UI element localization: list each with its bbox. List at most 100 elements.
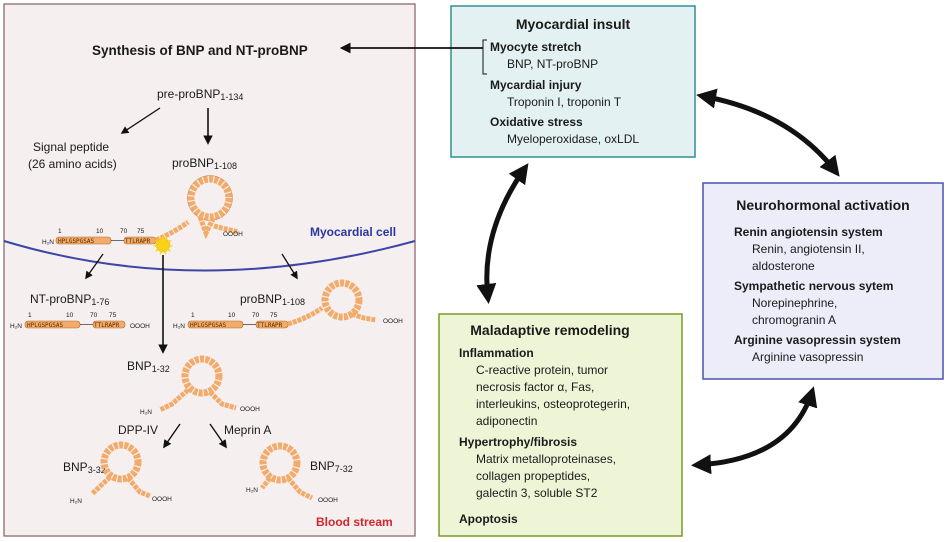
neuro-box-background [702, 182, 944, 380]
arrow-insult-remodel [476, 163, 529, 304]
bnp3-ring [100, 441, 142, 483]
remodel-item-head-0: Inflammation [459, 346, 534, 360]
bnp3-tail [90, 475, 151, 499]
right-num-70: 70 [252, 312, 260, 319]
insult-box-background [450, 5, 696, 158]
insult-item-detail-0: BNP, NT-proBNP [507, 57, 598, 71]
remodel-item-detail-1-1: collagen propeptides, [476, 469, 590, 483]
nt-num-70: 70 [90, 312, 98, 319]
remodel-item-head-1: Hypertrophy/fibrosis [459, 435, 577, 449]
insult-title: Myocardial insult [516, 16, 631, 32]
bnp3-32-peptide: H₂N OOOH [70, 441, 172, 505]
neuro-item-detail-1-1: chromogranin A [752, 313, 836, 327]
remodel-box-background [438, 313, 683, 537]
insult-bracket [482, 39, 487, 75]
bnp3-cooh: OOOH [152, 496, 172, 503]
nt-chain-segment-b [92, 320, 126, 329]
arrow-insult-neuro [696, 88, 840, 177]
nt-seq-b: TTLRAPR [94, 322, 120, 329]
remodel-item-detail-0-3: adiponectin [476, 414, 537, 428]
bnp1-ring [181, 355, 223, 397]
arrow-neuro-remodel [691, 386, 818, 475]
nt-probnp-label: NT-proBNP1-76 [30, 292, 109, 307]
nt-h2n: H₂N [10, 323, 22, 330]
nt-num-75: 75 [109, 312, 117, 319]
insult-item-head-1: Mycardial injury [490, 78, 582, 92]
top-num-75: 75 [137, 228, 145, 235]
arrow-to-probnp-right [281, 253, 298, 280]
top-seq-a: HPLGSPGSAS [58, 238, 95, 245]
bnp7-cooh: OOOH [318, 497, 338, 504]
signal-peptide-amino-label: (26 amino acids) [28, 157, 117, 171]
pre-probnp-label: pre-proBNP1-134 [157, 87, 243, 102]
dpp-iv-label: DPP-IV [118, 423, 158, 437]
neuro-item-head-0: Renin angiotensin system [734, 225, 883, 239]
insult-item-detail-2: Myeloperoxidase, oxLDL [507, 132, 639, 146]
myocardial-cell-membrane [3, 240, 416, 272]
remodel-item-detail-0-2: interleukins, osteoprotegerin, [476, 397, 630, 411]
signal-peptide-label: Signal peptide [33, 140, 109, 154]
right-ring [321, 279, 363, 321]
top-seq-b: TTLRAPR [125, 238, 151, 245]
bnp7-32-label: BNP7-32 [310, 459, 353, 474]
bnp7-32-peptide: H₂N OOOH [246, 442, 338, 504]
bnp1-cooh: OOOH [240, 406, 260, 413]
bnp7-ring [259, 442, 301, 484]
bnp3-32-label: BNP3-32 [63, 460, 106, 475]
right-seq-a: HPLGSPGSAS [190, 322, 227, 329]
neuro-item-head-1: Sympathetic nervous sytem [734, 279, 893, 293]
top-ring [187, 175, 233, 221]
bnp1-32-label: BNP1-32 [127, 359, 170, 374]
neuro-title: Neurohormonal activation [736, 197, 909, 213]
meprin-a-label: Meprin A [224, 423, 271, 437]
bnp1-tail [158, 388, 237, 413]
remodel-item-detail-1-2: galectin 3, soluble ST2 [476, 486, 598, 500]
right-num-75: 75 [270, 312, 278, 319]
bnp7-tail [260, 476, 314, 501]
arrow-to-bnp7-32 [209, 423, 227, 449]
right-h2n: H₂N [173, 323, 185, 330]
insult-item-head-0: Myocyte stretch [490, 40, 581, 54]
right-tail [351, 311, 377, 323]
blood-stream-label: Blood stream [316, 515, 393, 529]
remodel-item-detail-0-0: C-reactive protein, tumor [476, 363, 608, 377]
top-tail [197, 215, 239, 240]
cleavage-sun [153, 234, 173, 255]
bnp1-h2n: H₂N [140, 409, 152, 416]
bnp1-32-peptide: H₂N OOOH [140, 355, 260, 416]
neuro-item-detail-1-0: Norepinephrine, [752, 296, 837, 310]
neuro-item-detail-0-1: aldosterone [752, 259, 815, 273]
arrow-to-signal-peptide [120, 107, 161, 134]
probnp-top-label: proBNP1-108 [172, 156, 237, 171]
nt-num-10: 10 [66, 312, 74, 319]
bnp7-h2n: H₂N [246, 487, 258, 494]
remodel-item-detail-0-1: necrosis factor α, Fas, [476, 380, 594, 394]
right-num-1: 1 [191, 312, 195, 319]
neurohormonal-activation-box: Neurohormonal activation Renin angiotens… [702, 182, 944, 380]
nt-num-1: 1 [28, 312, 32, 319]
probnp-right-label: proBNP1-108 [240, 292, 305, 307]
insult-item-head-2: Oxidative stress [490, 115, 583, 129]
arrow-to-nt-probnp [85, 253, 104, 280]
top-num-1: 1 [58, 228, 62, 235]
myocardial-cell-label: Myocardial cell [310, 225, 396, 239]
top-num-10: 10 [96, 228, 104, 235]
right-cooh: OOOH [383, 318, 403, 325]
synthesis-title: Synthesis of BNP and NT-proBNP [92, 43, 308, 58]
remodel-title: Maladaptive remodeling [470, 322, 629, 338]
right-seq-b: TTLRAPR [257, 322, 283, 329]
myocardial-insult-box: Myocardial insult Myocyte stretch BNP, N… [450, 5, 696, 158]
neuro-item-detail-0-0: Renin, angiotensin II, [752, 242, 865, 256]
right-num-10: 10 [228, 312, 236, 319]
right-chain-link [287, 305, 324, 327]
remodel-item-detail-1-0: Matrix metalloproteinases, [476, 452, 616, 466]
top-num-70: 70 [120, 228, 128, 235]
probnp-right-peptide: 1 10 70 75 H₂N HPLGSPGSAS TTLRAPR OOOH [173, 279, 403, 330]
synthesis-panel: Synthesis of BNP and NT-proBNP pre-proBN… [3, 3, 416, 537]
neuro-item-detail-2-0: Arginine vasopressin [752, 350, 863, 364]
right-chain-segment-b [255, 320, 289, 329]
probnp-top-peptide: 1 10 70 75 H₂N HPLGSPGSAS TTLRAPR OOOH [42, 175, 243, 246]
neuro-item-head-2: Arginine vasopressin system [734, 333, 901, 347]
nt-seq-a: HPLGSPGSAS [27, 322, 64, 329]
